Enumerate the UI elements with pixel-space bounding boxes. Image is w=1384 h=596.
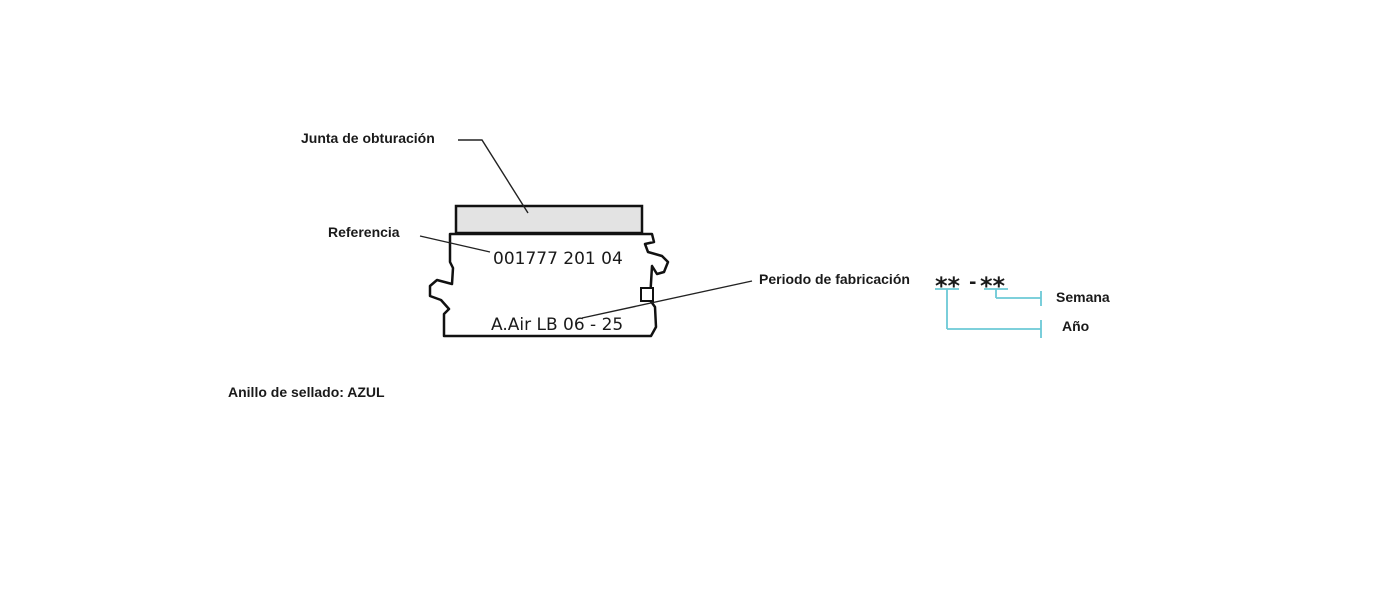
anio-label: Año bbox=[1062, 318, 1089, 334]
date-code-separator: - bbox=[969, 272, 976, 293]
sealing-gasket bbox=[454, 204, 644, 235]
semana-label: Semana bbox=[1056, 289, 1110, 305]
week-bracket bbox=[984, 288, 1042, 306]
reference-code: 001777 201 04 bbox=[493, 249, 623, 269]
year-bracket bbox=[935, 288, 1042, 338]
junta-label: Junta de obturación bbox=[301, 130, 435, 146]
anillo-label: Anillo de sellado: AZUL bbox=[228, 384, 385, 400]
part-marking: A.Air LB 06 - 25 bbox=[491, 315, 623, 335]
part-body-outline bbox=[428, 232, 670, 338]
periodo-label: Periodo de fabricación bbox=[759, 271, 910, 287]
junta-leader-line bbox=[458, 139, 529, 214]
periodo-leader-line bbox=[581, 280, 753, 319]
marking-notch bbox=[640, 287, 654, 302]
date-code-week: ** bbox=[980, 272, 1006, 300]
referencia-label: Referencia bbox=[328, 224, 400, 240]
referencia-leader-line bbox=[419, 235, 491, 253]
